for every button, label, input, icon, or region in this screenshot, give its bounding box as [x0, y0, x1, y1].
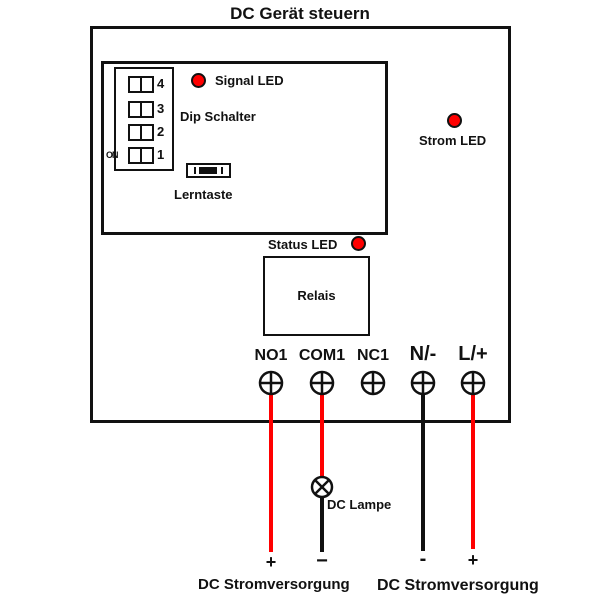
signal-led	[191, 73, 206, 88]
terminal-screw-no1-icon[interactable]	[258, 370, 284, 396]
diagram-title: DC Gerät steuern	[230, 4, 370, 23]
supply-label-load: DC Stromversorgung	[198, 576, 350, 593]
dip-switch-1-label: 1	[157, 147, 165, 162]
terminal-screw-nc1-icon[interactable]	[360, 370, 386, 396]
terminal-screw-l-icon[interactable]	[460, 370, 486, 396]
terminal-label-no1: NO1	[254, 347, 288, 364]
lamp-icon	[310, 475, 334, 499]
terminal-label-com1: COM1	[298, 347, 346, 364]
terminal-label-l: L/+	[458, 343, 488, 365]
supply-label-device: DC Stromversorgung	[377, 577, 539, 594]
dip-switch-4-label: 4	[157, 76, 165, 91]
status-led	[351, 236, 366, 251]
terminal-screw-n-icon[interactable]	[410, 370, 436, 396]
relay-box	[263, 256, 370, 336]
relay-label: Relais	[297, 288, 336, 303]
dip-switch-label: Dip Schalter	[180, 109, 256, 124]
dip-switch-2[interactable]	[128, 124, 154, 141]
polarity-right-plus: +	[467, 550, 479, 570]
polarity-left-minus: −	[316, 550, 328, 572]
learn-button-label: Lerntaste	[174, 187, 233, 202]
dip-switch-block	[114, 67, 174, 171]
dip-switch-2-label: 2	[157, 124, 165, 139]
signal-led-label: Signal LED	[215, 73, 284, 88]
lamp-label: DC Lampe	[327, 497, 392, 512]
polarity-left-plus: +	[265, 552, 277, 572]
dip-switch-3-label: 3	[157, 101, 165, 116]
strom-led-label: Strom LED	[419, 133, 487, 148]
terminal-label-nc1: NC1	[356, 347, 389, 364]
strom-led	[447, 113, 462, 128]
learn-button[interactable]	[186, 163, 231, 178]
dip-switch-4[interactable]	[128, 76, 154, 93]
terminal-screw-com1-icon[interactable]	[309, 370, 335, 396]
polarity-right-minus: -	[419, 548, 427, 570]
dip-on-label: ON	[106, 150, 118, 160]
status-led-label: Status LED	[268, 237, 338, 252]
dip-switch-3[interactable]	[128, 101, 154, 118]
terminal-label-n: N/-	[409, 343, 437, 365]
dip-switch-1[interactable]	[128, 147, 154, 164]
